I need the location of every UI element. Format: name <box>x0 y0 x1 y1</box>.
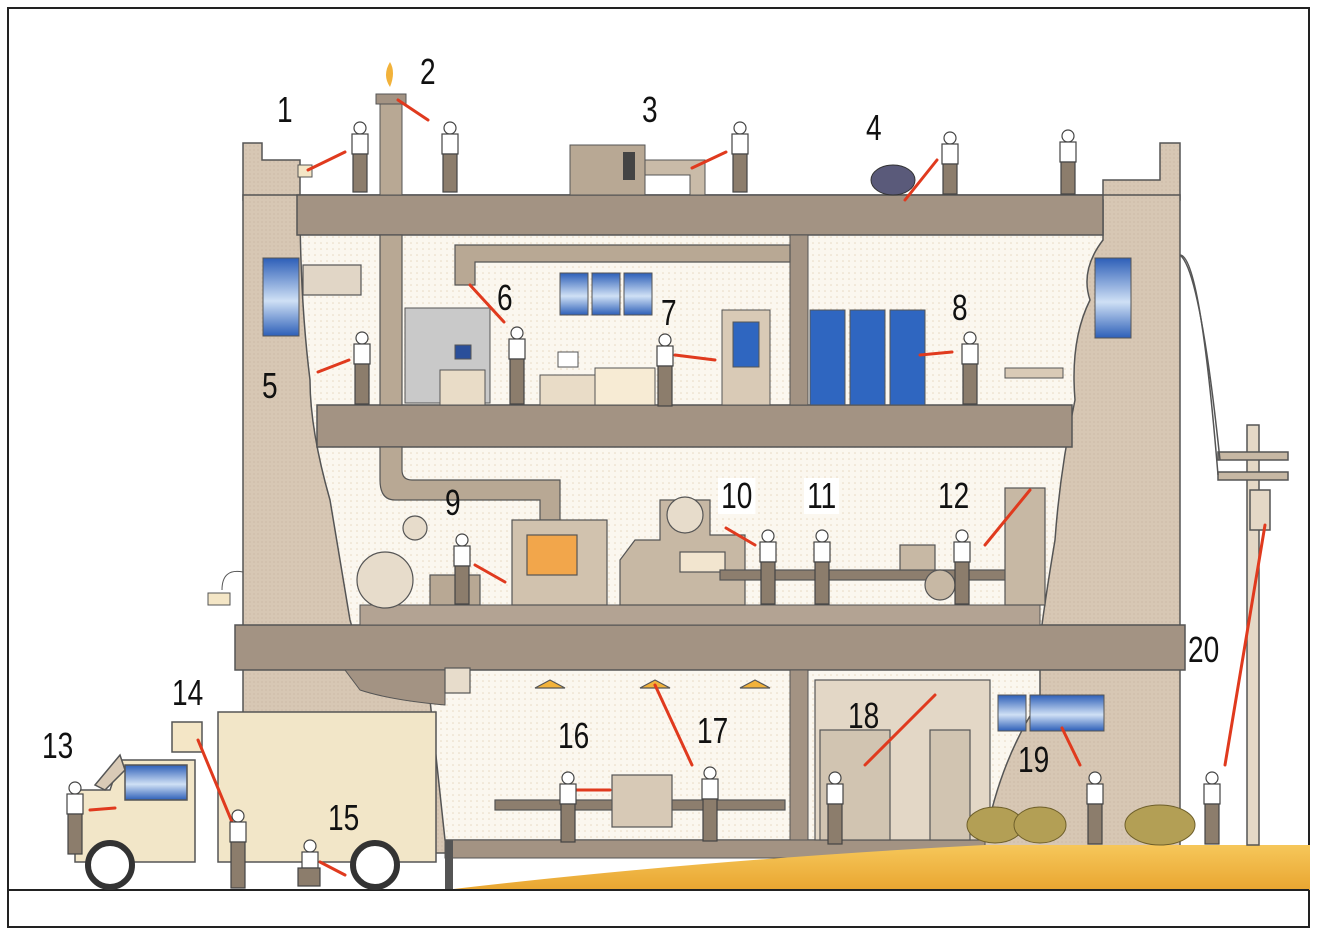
truck <box>74 711 437 890</box>
people <box>66 121 1221 889</box>
wall-lamp <box>207 570 244 606</box>
shrubs <box>966 804 1196 846</box>
callout-label: 12 <box>938 475 970 516</box>
callout-label: 19 <box>1018 739 1050 780</box>
callout-label: 10 <box>718 478 756 514</box>
office-furniture <box>404 307 1064 406</box>
callout-label: 11 <box>804 478 840 514</box>
callout-label: 5 <box>262 365 278 406</box>
pointer-lines <box>88 98 1267 877</box>
callout-label: 14 <box>172 672 204 713</box>
ducts <box>302 234 791 521</box>
callout-label: 15 <box>328 797 360 838</box>
callout-label: 13 <box>42 725 74 766</box>
callout-label: 9 <box>445 482 461 523</box>
utility-pole <box>1179 254 1289 846</box>
floor-slabs <box>234 194 1186 859</box>
production-machines <box>356 487 1046 609</box>
ground <box>8 840 1310 891</box>
callout-label: 6 <box>497 277 513 318</box>
windows <box>262 257 1132 732</box>
ground-floor-equipment <box>444 667 991 841</box>
callout-label: 4 <box>866 107 882 148</box>
callout-label: 8 <box>952 287 968 328</box>
callout-label: 18 <box>848 695 880 736</box>
roof-equipment <box>297 62 916 196</box>
columns <box>789 234 809 841</box>
callout-label: 20 <box>1188 629 1220 670</box>
callout-label: 16 <box>558 715 590 756</box>
callout-label: 1 <box>277 89 293 130</box>
callout-label: 2 <box>420 51 436 92</box>
callout-label: 7 <box>661 292 677 333</box>
callout-label: 3 <box>642 89 658 130</box>
callout-label: 17 <box>697 710 729 751</box>
